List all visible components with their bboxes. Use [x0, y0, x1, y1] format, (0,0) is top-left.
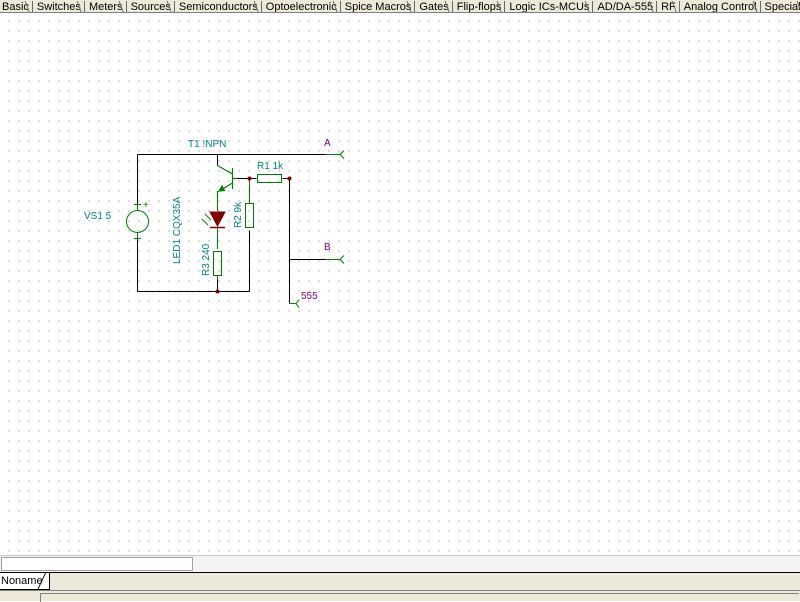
resistor-r3-icon[interactable] [213, 251, 222, 280]
tab-spice-macros[interactable]: Spice Macros [340, 1, 416, 13]
terminal-b-icon[interactable] [325, 255, 345, 264]
terminal-555-icon[interactable] [289, 299, 300, 308]
junction-dots [215, 176, 292, 294]
tab-meters[interactable]: Meters [84, 1, 127, 13]
npn-transistor-icon[interactable] [216, 164, 237, 200]
resistor-r2-icon[interactable] [245, 178, 254, 228]
tab-underline [0, 12, 800, 13]
schematic-drawing[interactable]: + VS1 5 T1 !NPN R1 1k R2 9k [0, 13, 800, 556]
tab-analog-control[interactable]: Analog Control [679, 1, 761, 13]
r2-label: R2 9k [233, 201, 244, 228]
tab-optoelectronic[interactable]: Optoelectronic [261, 1, 341, 13]
tab-ad-da-555[interactable]: AD/DA-555 [593, 1, 658, 13]
resistor-r1-icon[interactable] [257, 174, 282, 183]
terminal-555-label: 555 [301, 291, 318, 302]
wires [137, 154, 326, 304]
r3-label: R3 240 [201, 243, 212, 276]
scrollbar-thumb[interactable] [1, 557, 193, 571]
terminal-a-label: A [324, 138, 331, 149]
voltage-source-icon[interactable] [126, 203, 149, 240]
transistor-label: T1 !NPN [188, 139, 226, 150]
status-panel [40, 593, 799, 602]
terminal-b-label: B [324, 242, 331, 253]
junction-dot [215, 289, 220, 294]
tab-sources[interactable]: Sources [126, 1, 175, 13]
tab-basic[interactable]: Basic [0, 1, 33, 13]
tab-semiconductors[interactable]: Semiconductors [174, 1, 262, 13]
sheet-tab-bar: Noname [0, 572, 800, 591]
tab-logic-ics-mcus[interactable]: Logic ICs-MCUs [505, 1, 594, 13]
horizontal-scrollbar[interactable] [0, 555, 800, 573]
sheet-tab-noname[interactable]: Noname [0, 573, 50, 590]
junction-dot [287, 176, 292, 181]
tab-gates[interactable]: Gates [415, 1, 453, 13]
source-label: VS1 5 [84, 211, 112, 222]
tab-special[interactable]: Special [760, 1, 800, 13]
led-label: LED1 CQX35A [172, 196, 183, 264]
status-bar [0, 590, 800, 602]
tab-flip-flops[interactable]: Flip-flops [452, 1, 506, 13]
led-icon[interactable] [201, 199, 226, 249]
schematic-canvas[interactable]: + VS1 5 T1 !NPN R1 1k R2 9k [0, 13, 800, 556]
junction-dot [247, 176, 252, 181]
terminal-a-icon[interactable] [325, 150, 345, 159]
r1-label: R1 1k [257, 161, 284, 172]
source-plus-sign: + [143, 200, 149, 211]
